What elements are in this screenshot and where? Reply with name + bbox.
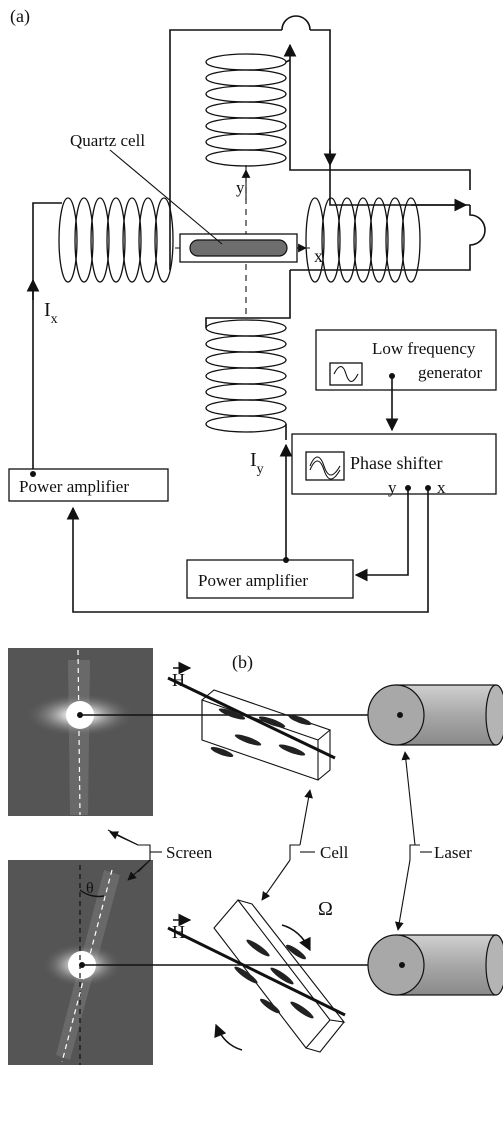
coil-left-x [26, 197, 174, 475]
lfg-label-line1: Low frequency [372, 339, 476, 358]
rotation-arrow-top [281, 924, 311, 952]
cell-top [201, 689, 332, 781]
phase-shifter-wave2 [309, 460, 341, 480]
current-x-label: Ix [44, 299, 58, 327]
cell-label: Cell [320, 843, 349, 862]
axis-y-label: y [236, 178, 245, 197]
omega-label: Ω [318, 898, 333, 920]
coil-top-y [205, 53, 291, 167]
laser-label: Laser [434, 843, 472, 862]
field-arrow-bottom [167, 926, 346, 1017]
laser-leaders [395, 751, 432, 931]
phase-shifter-wiring [30, 443, 429, 613]
lfg-sine-wave [333, 365, 359, 383]
power-amplifier-bottom-label: Power amplifier [198, 571, 308, 590]
field-label-top: H [172, 670, 185, 690]
power-amplifier-left-label: Power amplifier [19, 477, 129, 496]
quartz-cell-leader [109, 149, 223, 245]
axis-x-label: x [314, 246, 323, 266]
panel-b-label: (b) [232, 652, 253, 673]
field-label-bottom: H [172, 922, 185, 942]
cell-bottom [213, 899, 346, 1053]
screen-top [8, 648, 153, 816]
phase-shifter-label: Phase shifter [350, 453, 442, 473]
quartz-cell-label: Quartz cell [70, 131, 145, 150]
top-wiring [169, 15, 486, 271]
screen-leaders [107, 829, 162, 881]
phase-shifter-y-label: y [388, 478, 397, 497]
phase-shifter-x-label: x [437, 478, 446, 497]
field-arrow-top [167, 676, 336, 760]
screen-label: Screen [166, 843, 213, 862]
coil-right-x [305, 197, 468, 283]
cell-leaders [261, 789, 315, 901]
panel-a-label: (a) [10, 6, 30, 27]
laser-bottom [367, 934, 503, 996]
quartz-cell [189, 239, 288, 257]
lfg-label-line2: generator [418, 363, 483, 382]
theta-label: θ [86, 880, 94, 897]
beam-top-spot [77, 712, 83, 718]
coil-bottom-y [205, 270, 291, 440]
current-y-label: Iy [250, 449, 264, 477]
phase-shifter-wave1 [309, 456, 341, 476]
rotation-arrow-bottom [214, 1023, 243, 1051]
power-amplifier-bottom [186, 559, 354, 599]
laser-top [367, 684, 503, 746]
beam-bottom-spot [79, 962, 85, 968]
